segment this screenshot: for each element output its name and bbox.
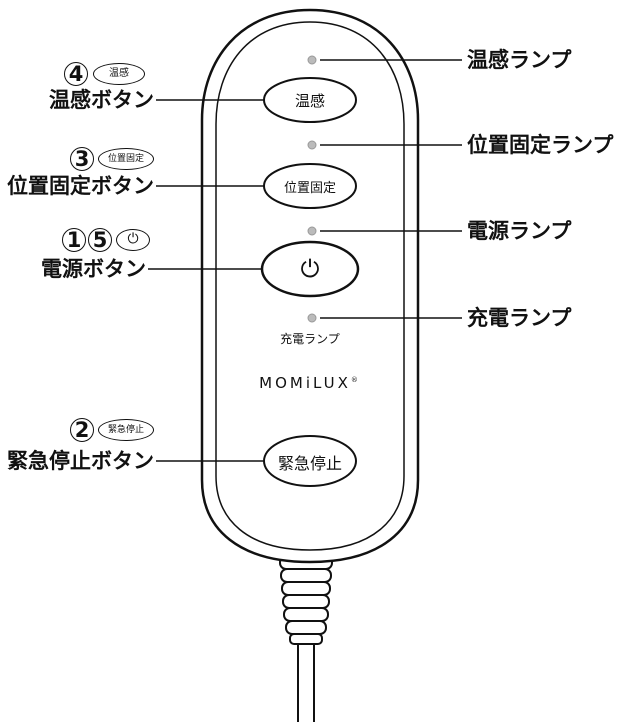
label-warm-lamp: 温感ランプ (467, 48, 572, 72)
step-number-power-1: 1 (62, 228, 86, 252)
position-lock-button-label: 位置固定 (283, 181, 336, 196)
power-lamp (307, 226, 317, 236)
step-number-power-5: 5 (88, 228, 112, 252)
mini-emergency-stop-button-icon: 緊急停止 (98, 419, 154, 441)
step-number-warm: 4 (64, 62, 88, 86)
label-power-lamp: 電源ランプ (467, 219, 572, 243)
step-number-position-lock: 3 (70, 147, 94, 171)
label-position-lock-button: 位置固定ボタン (7, 174, 154, 198)
label-power-button: 電源ボタン (41, 257, 146, 281)
mini-power-icon: ⏻ (116, 229, 150, 251)
label-warm-button: 温感ボタン (49, 88, 154, 112)
step-number-emergency-stop: 2 (70, 418, 94, 442)
charge-lamp-print: 充電ランプ (280, 332, 340, 346)
warm-button-label: 温感 (294, 92, 325, 110)
brand-name: MOMiLUX (259, 374, 351, 392)
label-charge-lamp: 充電ランプ (467, 306, 572, 330)
brand-registered-mark: ® (350, 376, 361, 384)
warm-lamp (307, 55, 317, 65)
power-icon: ⏻ (300, 255, 320, 283)
label-position-lock-lamp: 位置固定ランプ (467, 133, 614, 157)
label-emergency-stop-button: 緊急停止ボタン (7, 449, 154, 473)
brand-logo: MOMiLUX® (240, 374, 380, 392)
mini-warm-button-icon: 温感 (93, 63, 145, 85)
mini-position-lock-button-icon: 位置固定 (98, 148, 154, 170)
charge-lamp (307, 313, 317, 323)
position-lock-lamp (307, 140, 317, 150)
emergency-stop-button-label: 緊急停止 (277, 454, 342, 473)
